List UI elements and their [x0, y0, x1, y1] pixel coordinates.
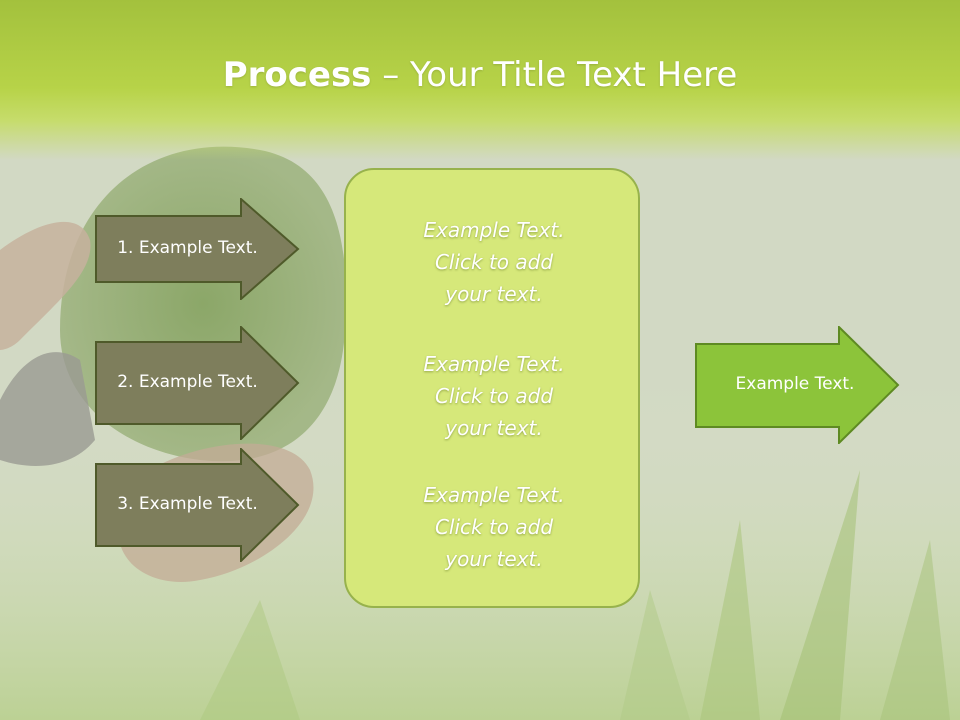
arrow-shape: [695, 324, 900, 446]
process-step-2-arrow[interactable]: 2. Example Text.: [95, 324, 300, 442]
result-arrow-label: Example Text.: [735, 374, 855, 394]
process-step-2-label: 2. Example Text.: [117, 372, 258, 392]
panel-line: Example Text.: [423, 218, 565, 242]
arrow-shape: [95, 324, 300, 442]
process-step-3-arrow[interactable]: 3. Example Text.: [95, 446, 300, 564]
panel-line: Click to add: [434, 515, 554, 539]
process-step-1-arrow[interactable]: 1. Example Text.: [95, 196, 300, 302]
panel-line: Click to add: [434, 384, 554, 408]
panel-line: your text.: [445, 416, 543, 440]
result-arrow[interactable]: Example Text.: [695, 324, 900, 446]
center-text-panel[interactable]: Example Text. Click to add your text. Ex…: [344, 168, 640, 608]
panel-line: Example Text.: [423, 483, 565, 507]
panel-line: your text.: [445, 547, 543, 571]
slide-title[interactable]: Process – Your Title Text Here: [0, 52, 960, 98]
arrow-shape: [95, 446, 300, 564]
process-step-3-label: 3. Example Text.: [117, 494, 258, 514]
panel-text-block-3[interactable]: Example Text. Click to add your text.: [346, 479, 642, 575]
panel-line: Example Text.: [423, 352, 565, 376]
title-bold: Process: [222, 55, 372, 95]
process-step-1-label: 1. Example Text.: [117, 238, 258, 258]
panel-line: Click to add: [434, 250, 554, 274]
panel-text-block-2[interactable]: Example Text. Click to add your text.: [346, 348, 642, 444]
panel-text-block-1[interactable]: Example Text. Click to add your text.: [346, 214, 642, 310]
panel-line: your text.: [445, 282, 543, 306]
title-rest: – Your Title Text Here: [371, 55, 738, 95]
arrow-shape: [95, 196, 300, 302]
title-band: [0, 0, 960, 160]
